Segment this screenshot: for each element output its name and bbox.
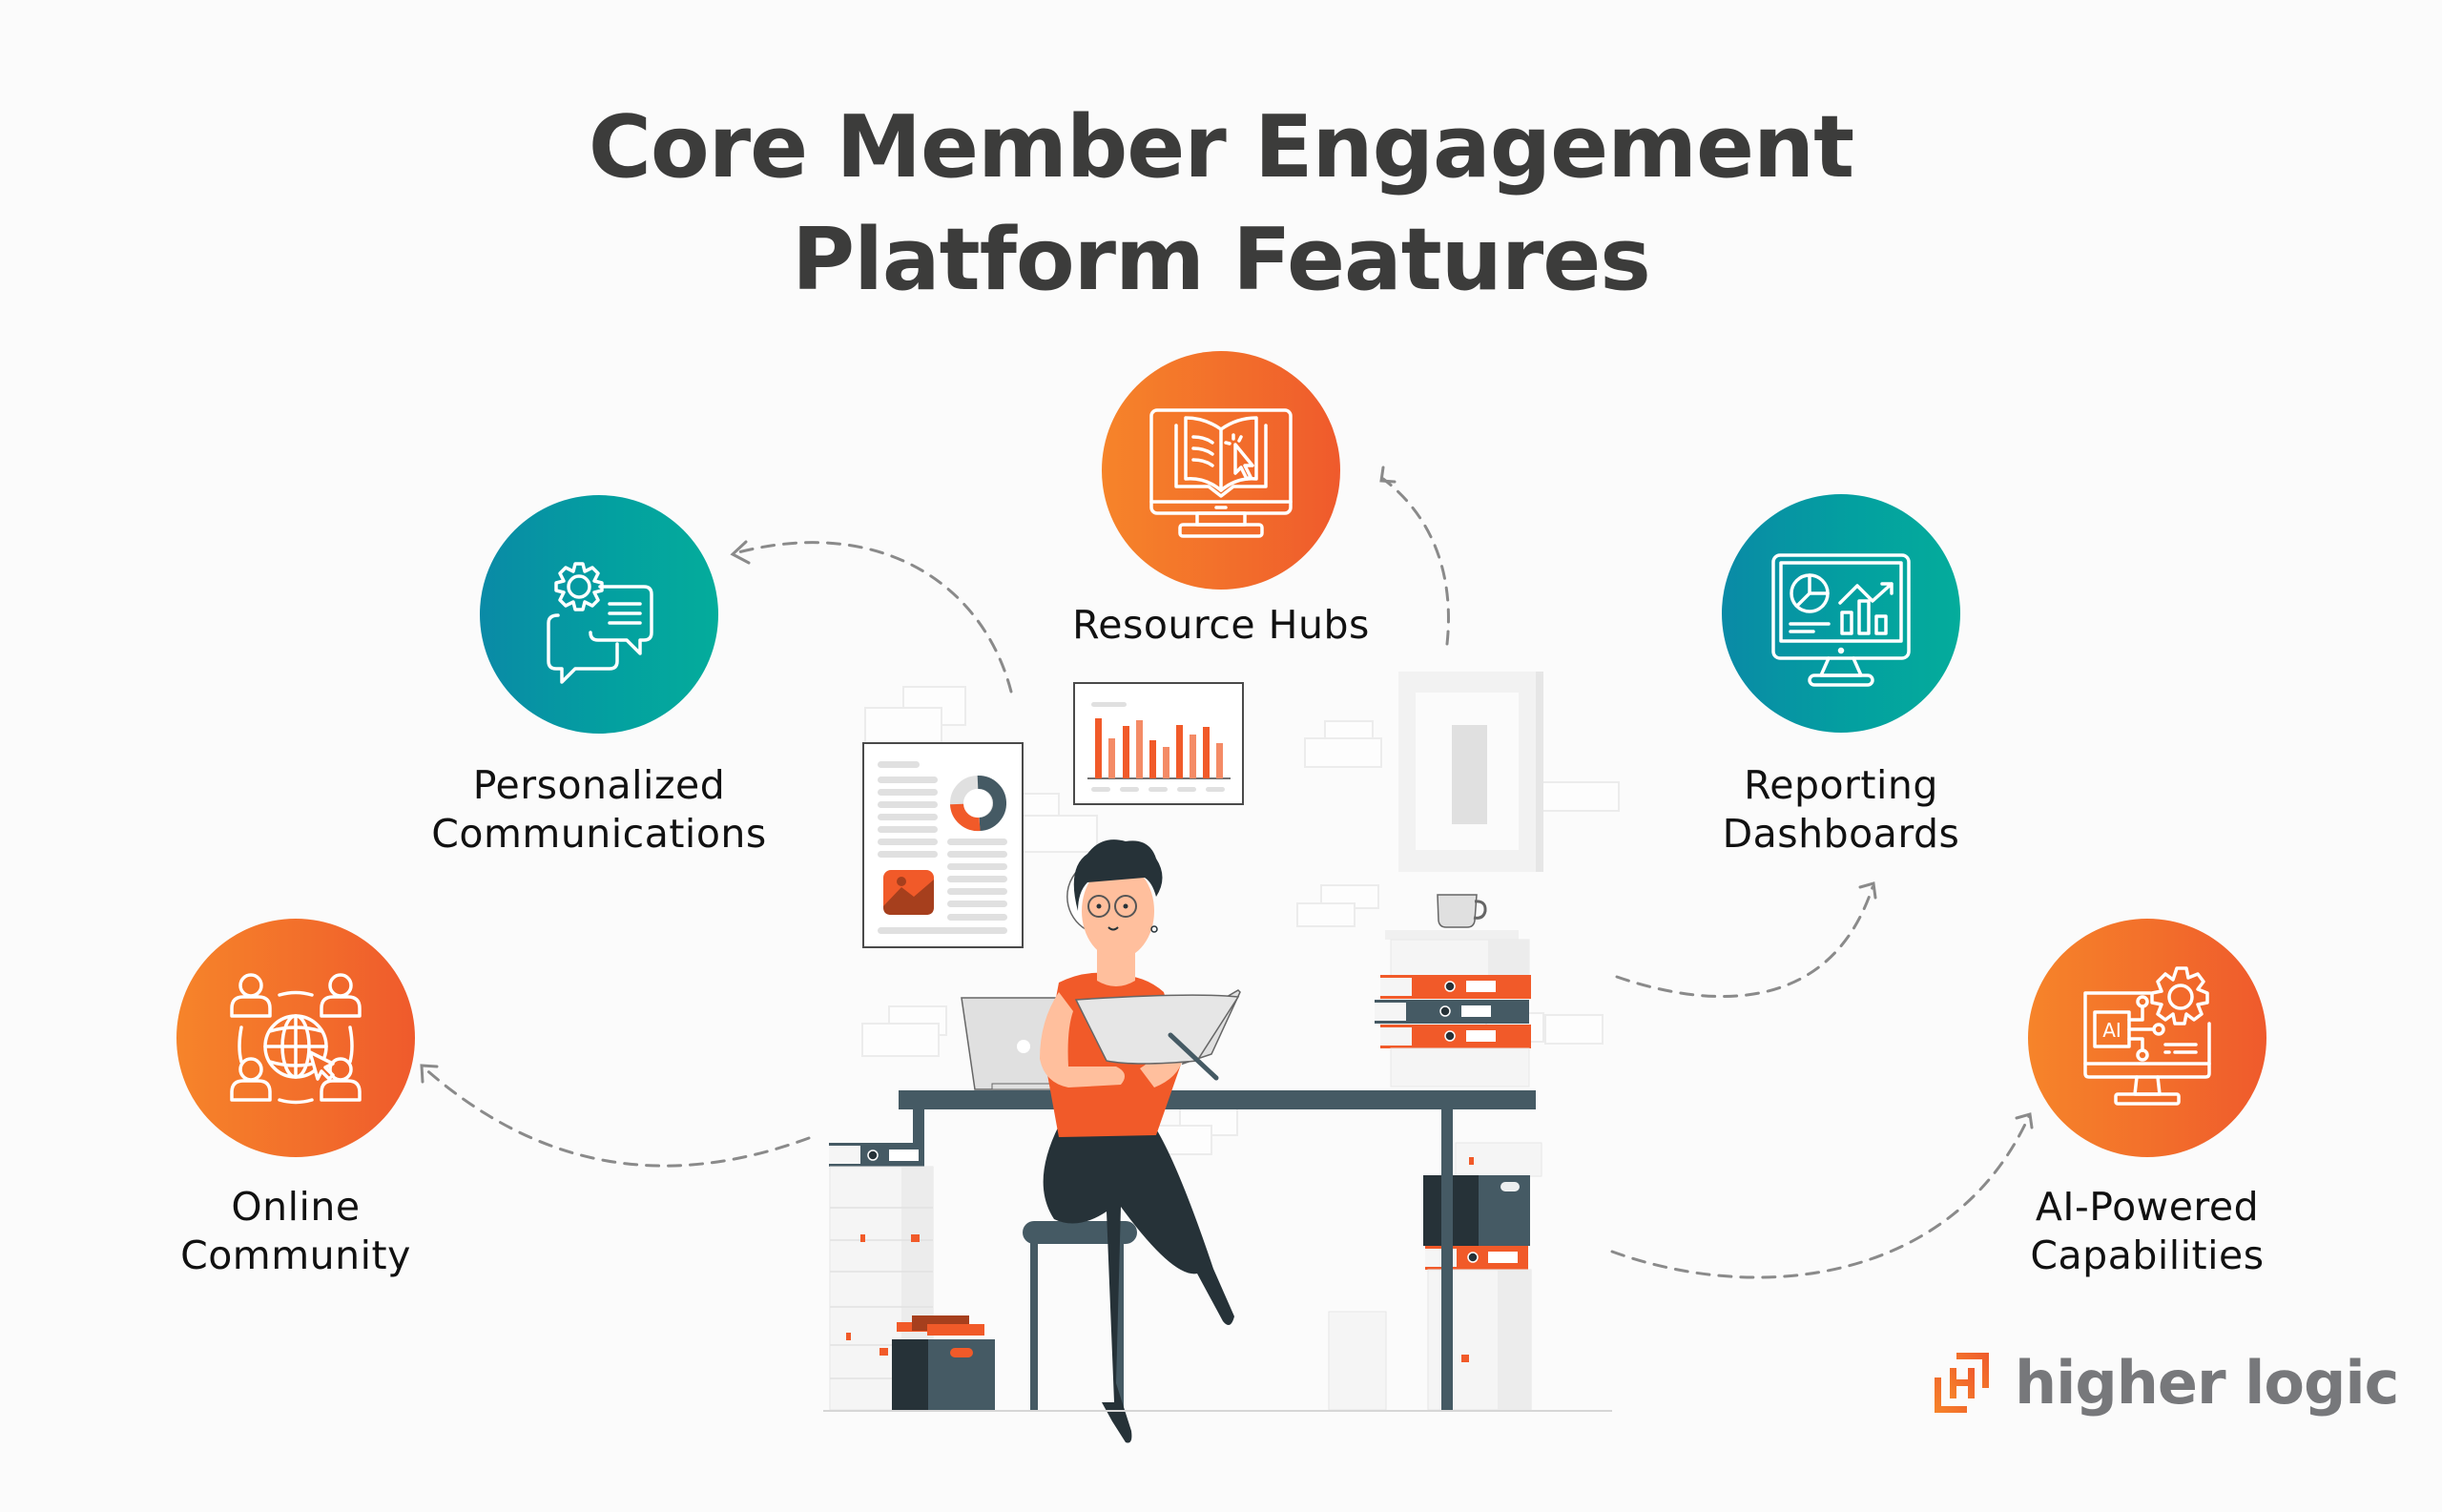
coffee-cup	[1437, 894, 1487, 928]
ai-powered-capabilities-label: AI-Powered Capabilities	[2030, 1184, 2265, 1278]
resource-hubs-circle	[1102, 351, 1340, 590]
page-title: Core Member Engagement Platform Features	[0, 92, 2442, 317]
wall-chart	[1073, 682, 1244, 805]
file-box	[892, 1315, 995, 1410]
resource-hubs-label: Resource Hubs	[1072, 602, 1370, 648]
person	[1040, 839, 1241, 1443]
monitor-ai-gear-icon: AI	[2083, 966, 2211, 1106]
reporting-dashboards-circle	[1722, 494, 1960, 733]
right-paper-stack	[1375, 930, 1531, 1087]
ai-powered-capabilities-circle: AI	[2028, 919, 2266, 1157]
monitor-dashboard-chart-icon	[1771, 553, 1911, 687]
online-community-circle	[176, 919, 415, 1157]
title-line-1: Core Member Engagement	[588, 97, 1854, 197]
online-community-label: Online Community	[180, 1184, 411, 1278]
wall-document	[862, 742, 1024, 948]
globe-people-network-icon	[230, 973, 362, 1105]
svg-text:AI: AI	[2102, 1019, 2121, 1042]
reporting-dashboards-label: Reporting Dashboards	[1722, 762, 1960, 857]
title-line-2: Platform Features	[792, 210, 1651, 310]
monitor-book-cursor-icon	[1149, 408, 1293, 538]
right-lower-stack	[1423, 1109, 1542, 1412]
personalized-communications-circle	[480, 495, 718, 734]
gear-chat-bubbles-icon	[547, 562, 653, 684]
logo-text: higher logic	[2015, 1348, 2399, 1418]
higher-logic-logo: higher logic	[1935, 1345, 2399, 1421]
stool	[1023, 1221, 1137, 1410]
personalized-communications-label: Personalized Communications	[431, 762, 767, 857]
picture-frame	[1398, 672, 1543, 872]
h-bracket-logo-icon	[1935, 1353, 1989, 1413]
